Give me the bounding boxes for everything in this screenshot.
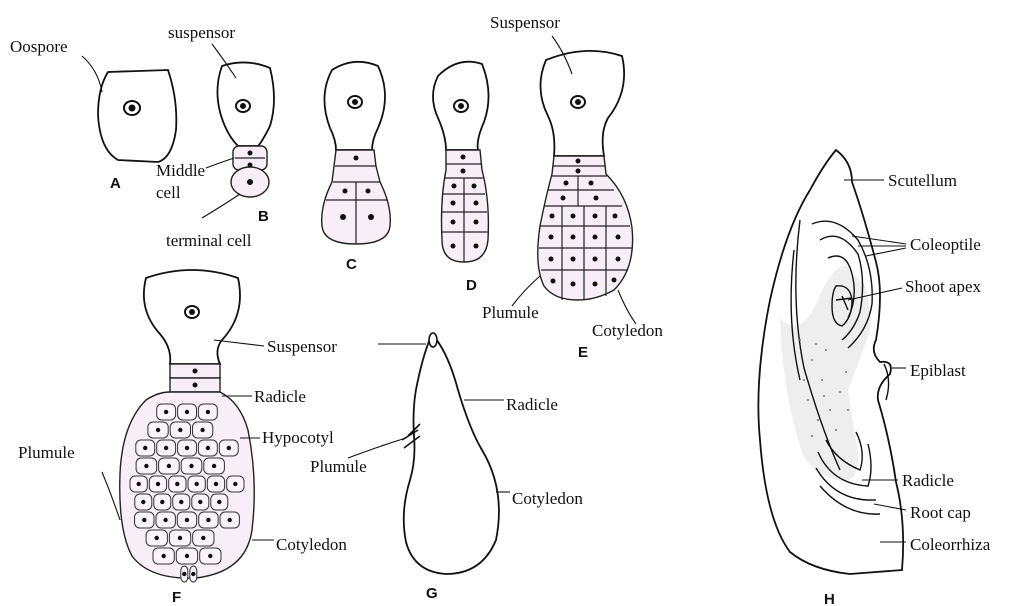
panel-letter-g: G — [426, 585, 438, 602]
cell-nucleus — [198, 500, 202, 504]
cell-nucleus — [182, 572, 186, 576]
cell-nucleus — [144, 464, 148, 468]
label-coleoptile: Coleoptile — [910, 235, 981, 254]
panel-a-oospore: Oospore A — [10, 37, 176, 192]
cell-nucleus — [206, 446, 210, 450]
cell-nucleus — [214, 482, 218, 486]
cell-nucleus — [228, 518, 232, 522]
cell-nucleus — [217, 500, 221, 504]
cell-nucleus — [167, 464, 171, 468]
panel-letter-f: F — [172, 589, 181, 606]
cell-nucleus — [141, 500, 145, 504]
panel-d: D — [433, 62, 489, 294]
cell-nucleus — [208, 554, 212, 558]
cell-nucleus — [163, 518, 167, 522]
cell-nucleus — [164, 410, 168, 414]
label-root-cap: Root cap — [910, 503, 971, 522]
label-epiblast: Epiblast — [910, 361, 966, 380]
panel-letter-a: A — [110, 175, 121, 192]
cell-nucleus — [164, 446, 168, 450]
cell-nucleus — [212, 464, 216, 468]
cell-nucleus — [185, 518, 189, 522]
cell-nucleus — [201, 536, 205, 540]
cell-nucleus — [155, 536, 159, 540]
label-hypocotyl-f: Hypocotyl — [262, 428, 334, 447]
cell-nucleus — [206, 518, 210, 522]
label-suspensor-b: suspensor — [168, 23, 235, 42]
panel-letter-b: B — [258, 208, 269, 225]
label-radicle-h: Radicle — [902, 471, 954, 490]
label-terminal-cell: terminal cell — [166, 231, 252, 250]
cell-nucleus — [233, 482, 237, 486]
label-middle-cell-line2: cell — [156, 183, 181, 202]
cell-nucleus — [162, 554, 166, 558]
label-coleorrhiza: Coleorrhiza — [910, 535, 991, 554]
cell-nucleus — [185, 446, 189, 450]
label-shoot-apex: Shoot apex — [905, 277, 982, 296]
cell-nucleus — [227, 446, 231, 450]
cell-nucleus — [185, 554, 189, 558]
cell-nucleus — [160, 500, 164, 504]
panel-c: C — [322, 62, 391, 273]
panel-e: Suspensor Plumule Cotyledon E — [482, 13, 663, 361]
label-plumule-f: Plumule — [18, 443, 75, 462]
cell-nucleus — [189, 464, 193, 468]
label-cotyledon-e: Cotyledon — [592, 321, 663, 340]
panel-letter-d: D — [466, 277, 477, 294]
cell-nucleus — [143, 446, 147, 450]
cell-nucleus — [185, 410, 189, 414]
cell-nucleus — [179, 500, 183, 504]
cell-nucleus — [178, 536, 182, 540]
label-scutellum: Scutellum — [888, 171, 957, 190]
cell-nucleus — [206, 410, 210, 414]
label-radicle-g: Radicle — [506, 395, 558, 414]
label-oospore: Oospore — [10, 37, 68, 56]
panel-letter-e: E — [578, 344, 588, 361]
cell-nucleus — [200, 428, 204, 432]
panel-letter-c: C — [346, 256, 357, 273]
label-radicle-f: Radicle — [254, 387, 306, 406]
cell-nucleus — [142, 518, 146, 522]
cell-nucleus — [195, 482, 199, 486]
cell-nucleus — [178, 428, 182, 432]
panel-h-monocot-embryo: Scutellum Coleoptile Shoot apex Epiblast… — [758, 150, 990, 606]
cell-nucleus — [191, 572, 195, 576]
label-cotyledon-g: Cotyledon — [512, 489, 583, 508]
panel-g: Suspensor Radicle Plumule Cotyledon G — [310, 333, 583, 602]
label-cotyledon-f: Cotyledon — [276, 535, 347, 554]
cell-nucleus — [137, 482, 141, 486]
label-suspensor-e: Suspensor — [490, 13, 560, 32]
label-suspensor-f: Suspensor — [267, 337, 337, 356]
label-plumule-g: Plumule — [310, 457, 367, 476]
label-plumule-e: Plumule — [482, 303, 539, 322]
panel-f: Suspensor Radicle Hypocotyl Plumule Coty… — [18, 270, 347, 606]
cell-nucleus — [156, 428, 160, 432]
label-middle-cell-line1: Middle — [156, 161, 205, 180]
cell-nucleus — [156, 482, 160, 486]
cell-nucleus — [175, 482, 179, 486]
panel-letter-h: H — [824, 591, 835, 606]
